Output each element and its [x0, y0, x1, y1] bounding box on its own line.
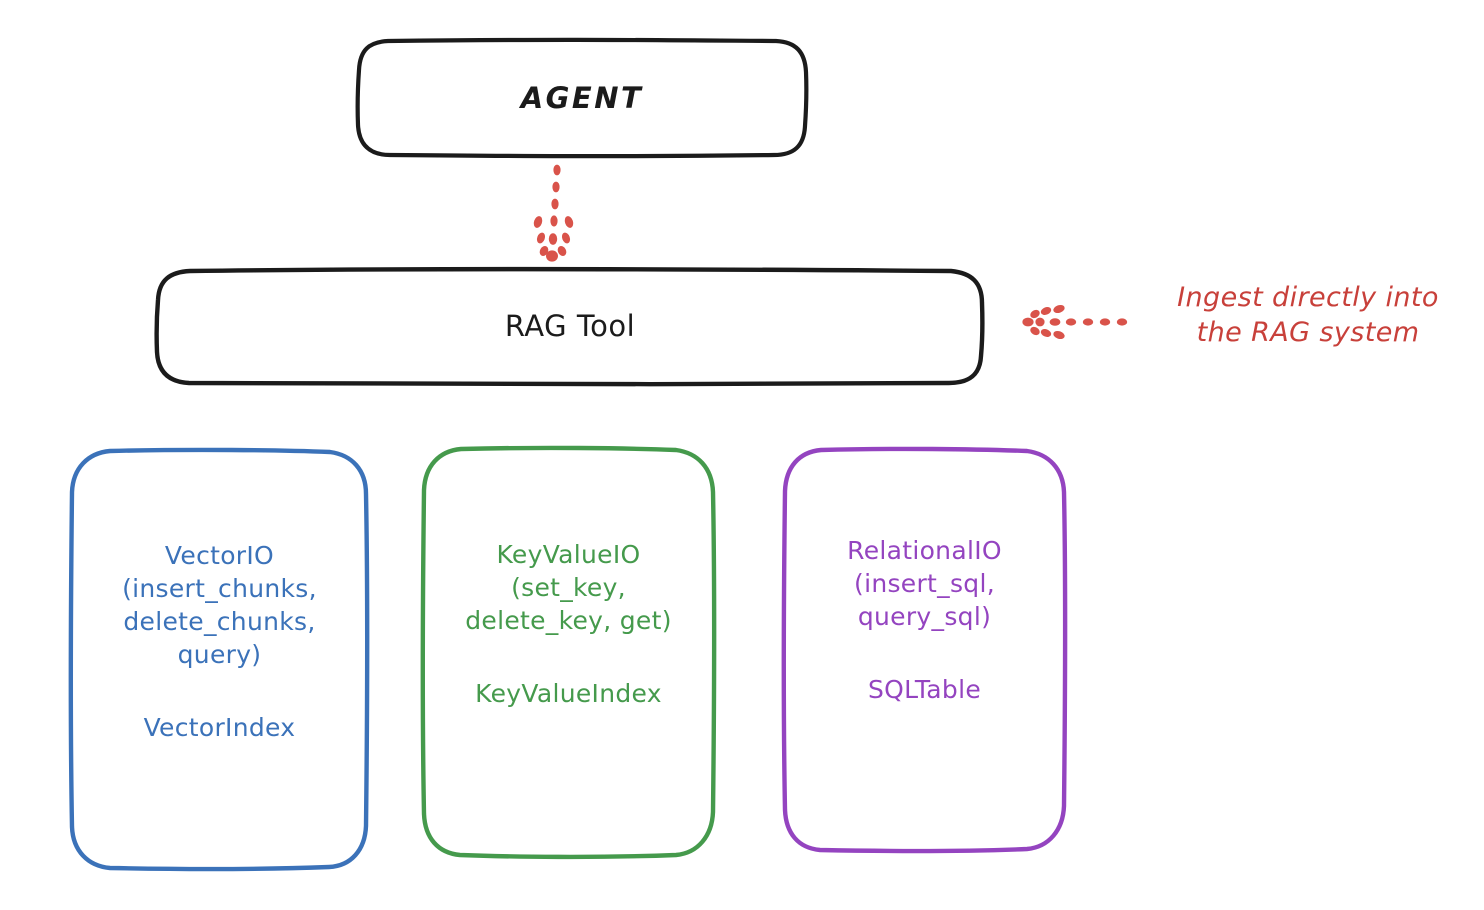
vector-io-content: VectorIO (insert_chunks, delete_chunks, …: [122, 539, 317, 744]
relational-io-content: RelationalIO (insert_sql, query_sql) SQL…: [847, 534, 1002, 706]
agent-label: AGENT: [520, 80, 644, 115]
key-value-io-index-label: KeyValueIndex: [475, 679, 662, 708]
agent-box-outline: [355, 37, 809, 159]
node-relational-io[interactable]: RelationalIO (insert_sql, query_sql) SQL…: [785, 449, 1064, 851]
rag-tool-label: RAG Tool: [504, 309, 636, 344]
vector-io-box-outline: [68, 447, 370, 872]
ingest-to-rag-tool-arrow: [1022, 304, 1128, 340]
node-agent[interactable]: AGENT: [358, 40, 806, 156]
vector-io-api-label: VectorIO (insert_chunks, delete_chunks, …: [122, 541, 317, 669]
rag-tool-box-outline: [154, 266, 985, 387]
key-value-io-box-outline: [420, 445, 717, 860]
vector-io-index-label: VectorIndex: [143, 713, 296, 742]
ingest-annotation-label: Ingest directly into the RAG system: [1177, 282, 1439, 348]
key-value-io-content: KeyValueIO (set_key, delete_key, get) Ke…: [465, 538, 672, 710]
relational-io-box-outline: [781, 446, 1068, 854]
key-value-io-api-label: KeyValueIO (set_key, delete_key, get): [465, 540, 672, 635]
node-vector-io[interactable]: VectorIO (insert_chunks, delete_chunks, …: [72, 450, 367, 869]
node-key-value-io[interactable]: KeyValueIO (set_key, delete_key, get) Ke…: [424, 448, 713, 856]
node-rag-tool[interactable]: RAG Tool: [157, 270, 983, 383]
agent-to-rag-tool-arrow: [533, 164, 574, 262]
relational-io-index-label: SQLTable: [867, 675, 982, 704]
relational-io-api-label: RelationalIO (insert_sql, query_sql): [847, 536, 1002, 631]
